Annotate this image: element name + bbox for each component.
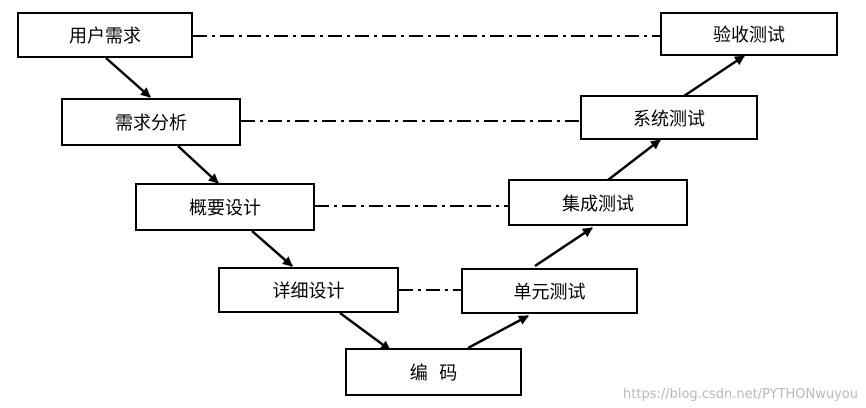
stage-user-requirements: 用户需求 — [17, 12, 193, 58]
stage-system-test: 系统测试 — [580, 95, 758, 140]
arrow-integration-to-system — [607, 139, 661, 181]
stage-coding: 编 码 — [345, 348, 522, 396]
watermark-text: https://blog.csdn.net/PYTHONwuyou — [623, 387, 858, 402]
stage-integration-test: 集成测试 — [508, 179, 688, 226]
arrow-coding-to-unit — [467, 314, 529, 350]
arrow-system-to-acceptance — [683, 54, 745, 98]
arrow-analysis-to-outline — [177, 145, 219, 184]
arrow-detail-to-coding — [339, 311, 391, 352]
arrow-outline-to-detail — [251, 230, 293, 267]
stage-acceptance-test: 验收测试 — [660, 12, 838, 56]
stage-requirements-analysis: 需求分析 — [61, 98, 241, 146]
stage-detail-design: 详细设计 — [218, 267, 399, 313]
arrow-user-req-to-analysis — [105, 57, 151, 98]
stage-outline-design: 概要设计 — [135, 183, 315, 231]
arrow-unit-to-integration — [534, 226, 593, 268]
stage-unit-test: 单元测试 — [461, 268, 638, 314]
